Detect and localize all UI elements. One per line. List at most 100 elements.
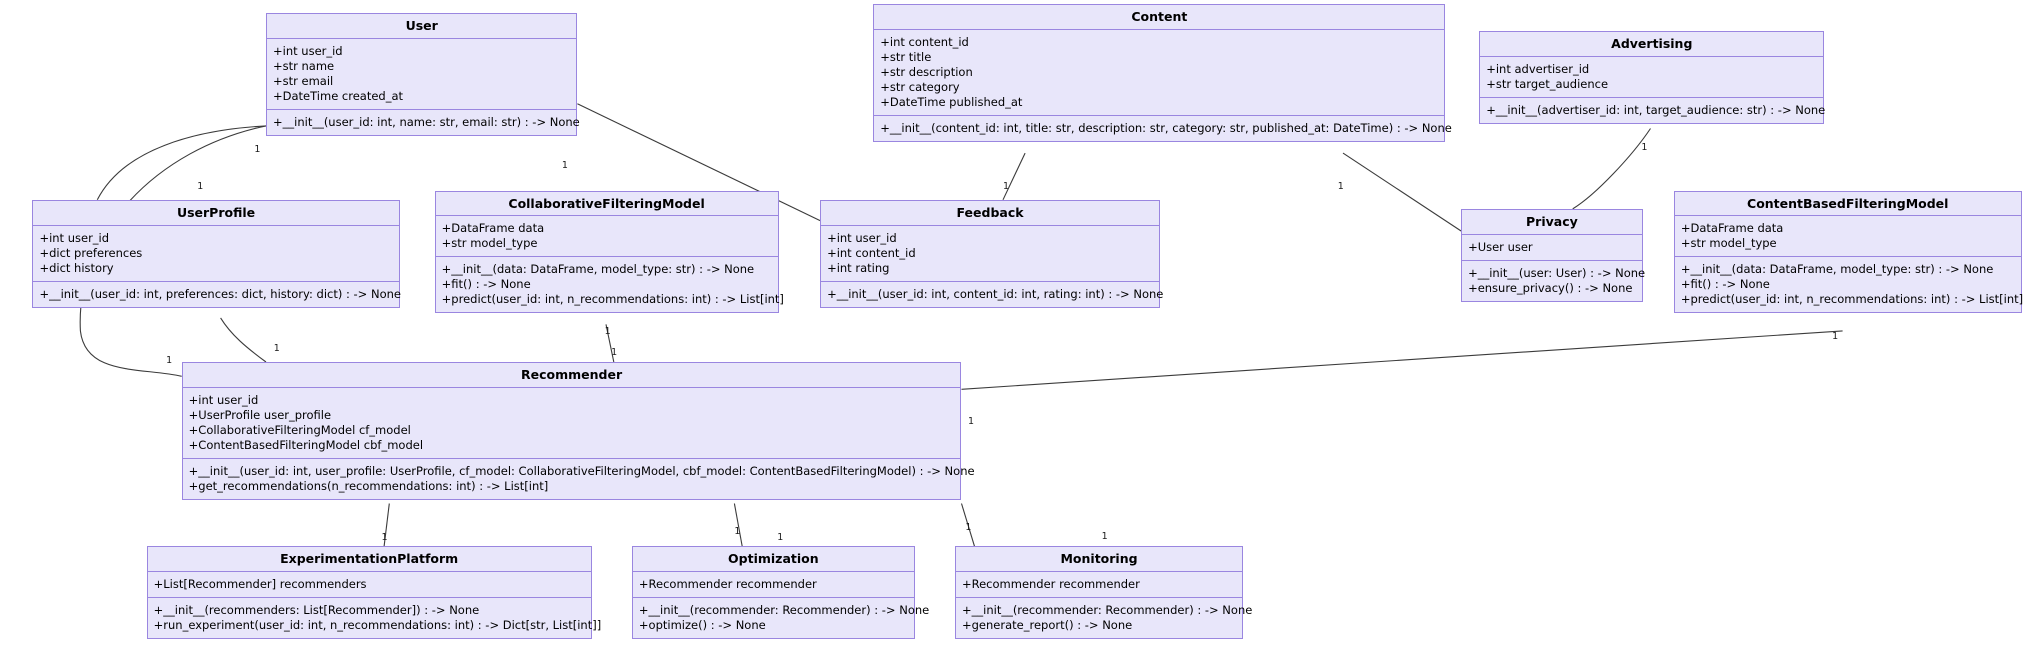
class-box-contentbasedfilteringmodel[interactable]: ContentBasedFilteringModel+DataFrame dat… (1673, 190, 2024, 314)
method-row: +fit() : -> None (441, 277, 531, 292)
class-title: Recommender (182, 363, 961, 388)
method-row: +__init__(user_id: int, name: str, email… (273, 114, 580, 129)
attribute-row: +UserProfile user_profile (188, 407, 332, 422)
attribute-row: +int content_id (880, 34, 969, 49)
attribute-row: +DateTime published_at (880, 94, 1023, 109)
multiplicity-label: 1 (561, 159, 568, 171)
attribute-row: +DataFrame data (441, 221, 545, 236)
multiplicity-label: 1 (166, 354, 173, 366)
attribute-row: +str model_type (441, 236, 538, 251)
attribute-row: +DataFrame data (1680, 221, 1784, 236)
method-row: +__init__(user_id: int, preferences: dic… (39, 286, 401, 301)
methods-compartment: +__init__(data: DataFrame, model_type: s… (436, 257, 784, 312)
attributes-compartment: +int user_id+UserProfile user_profile+Co… (182, 388, 961, 459)
attribute-row: +str title (880, 49, 932, 64)
methods-compartment: +__init__(user_id: int, user_profile: Us… (183, 459, 975, 499)
method-row: +__init__(user_id: int, content_id: int,… (827, 286, 1164, 301)
multiplicity-label: 1 (254, 144, 261, 156)
methods-compartment: +__init__(recommender: Recommender) : ->… (956, 598, 1253, 638)
class-title: ContentBasedFilteringModel (1674, 192, 2021, 217)
method-row: +predict(user_id: int, n_recommendations… (1680, 292, 2024, 307)
multiplicity-label: 1 (777, 532, 784, 544)
multiplicity-label: 1 (1832, 331, 1839, 343)
method-row: +__init__(recommender: Recommender) : ->… (638, 603, 930, 618)
attribute-row: +User user (1468, 239, 1533, 254)
class-title: UserProfile (33, 201, 399, 226)
attribute-row: +int user_id (39, 230, 110, 245)
class-box-experimentationplatform[interactable]: ExperimentationPlatform +List[Recommender… (146, 546, 602, 640)
attribute-row: +str email (273, 73, 334, 88)
method-row: +get_recommendations(n_recommendations: … (188, 478, 549, 493)
method-row: +__init__(user_id: int, user_profile: Us… (188, 463, 975, 478)
class-box-advertising[interactable]: Advertising+int advertiser_id+str target… (1479, 31, 1826, 124)
method-row: +run_experiment(user_id: int, n_recommen… (153, 618, 602, 633)
method-row: +__init__(recommenders: List[Recommender… (153, 603, 480, 618)
attributes-compartment: +DataFrame data+str model_type (1674, 216, 2021, 258)
methods-compartment: +__init__(recommender: Recommender) : ->… (633, 598, 930, 638)
method-row: +fit() : -> None (1680, 277, 1770, 292)
class-box-recommender[interactable]: Recommender+int user_id+UserProfile user… (181, 362, 975, 500)
methods-compartment: +__init__(user: User) : -> None+ensure_p… (1462, 261, 1646, 301)
attribute-row: +Recommender recommender (638, 577, 817, 592)
class-title: Content (874, 5, 1445, 30)
class-box-monitoring[interactable]: Monitoring+Recommender recommender+__ini… (955, 546, 1253, 640)
class-box-privacy[interactable]: Privacy +User user +__init__(user: User) :… (1461, 208, 1646, 302)
multiplicity-label: 1 (1101, 531, 1108, 542)
method-row: +__init__(data: DataFrame, model_type: s… (1680, 262, 1994, 277)
method-row: +__init__(user: User) : -> None (1468, 265, 1646, 280)
attributes-compartment: +Recommender recommender (956, 572, 1243, 599)
multiplicity-label: 1 (734, 525, 741, 537)
attributes-compartment: +DataFrame data+str model_type (435, 216, 778, 258)
multiplicity-label: 1 (611, 346, 618, 358)
attribute-row: +CollaborativeFilteringModel cf_model (188, 422, 411, 437)
attribute-row: +str name (273, 58, 335, 73)
multiplicity-label: 1 (197, 180, 204, 192)
class-title: CollaborativeFilteringModel (435, 192, 778, 217)
attribute-row: +str category (880, 79, 960, 94)
association-edge-recommender-to-optimization (733, 503, 743, 547)
association-edge-recommender-to-contentbasedfilteringmodel (961, 330, 1843, 390)
class-box-optimization[interactable]: Optimization +Recommender recommender +__i… (631, 546, 930, 640)
class-title: Optimization (632, 547, 914, 573)
class-box-collaborativefilteringmodel[interactable]: CollaborativeFilteringModel+DataFrame da… (434, 190, 784, 314)
attributes-compartment: +int user_id+str name+str email+DateTime… (267, 39, 577, 110)
attributes-compartment: +int user_id+dict preferences+dict histo… (33, 226, 399, 282)
class-box-userprofile[interactable]: UserProfile+int user_id+dict preferences… (32, 199, 401, 308)
attribute-row: +int user_id (273, 43, 343, 58)
class-box-user[interactable]: User+int user_id+str name+str email+Date… (266, 12, 580, 136)
method-row: +ensure_privacy() : -> None (1468, 280, 1633, 295)
attribute-row: +int user_id (188, 392, 259, 407)
class-title: Advertising (1480, 32, 1824, 57)
method-row: +__init__(advertiser_id: int, target_aud… (1486, 102, 1826, 117)
multiplicity-label: 1 (1641, 141, 1648, 153)
class-title: Feedback (821, 201, 1160, 226)
class-box-feedback[interactable]: Feedback+int user_id+int content_id+int … (820, 199, 1164, 308)
class-title: ExperimentationPlatform (147, 547, 591, 573)
multiplicity-label: 1 (604, 325, 611, 337)
multiplicity-label: 1 (1003, 180, 1010, 192)
association-edge-userprofile-to-recommender (220, 317, 267, 363)
attribute-row: +int rating (827, 260, 890, 275)
multiplicity-label: 1 (1337, 180, 1344, 192)
class-title: Privacy (1462, 210, 1642, 235)
methods-compartment: +__init__(user_id: int, content_id: int,… (821, 282, 1164, 307)
methods-compartment: +__init__(user_id: int, preferences: dic… (33, 282, 401, 307)
attributes-compartment: +int advertiser_id+str target_audience (1480, 57, 1824, 98)
class-title: User (267, 14, 577, 39)
methods-compartment: +__init__(data: DataFrame, model_type: s… (1675, 257, 2024, 312)
methods-compartment: +__init__(user_id: int, name: str, email… (267, 110, 580, 135)
methods-compartment: +__init__(advertiser_id: int, target_aud… (1480, 98, 1826, 123)
attributes-compartment: +List[Recommender] recommenders (147, 572, 591, 599)
attribute-row: +dict preferences (39, 245, 143, 260)
method-row: +generate_report() : -> None (962, 618, 1133, 633)
method-row: +__init__(recommender: Recommender) : ->… (962, 603, 1253, 618)
method-row: +optimize() : -> None (638, 618, 766, 633)
attribute-row: +str model_type (1680, 236, 1777, 251)
class-box-content[interactable]: Content+int content_id+str title+str des… (873, 3, 1452, 142)
attribute-row: +List[Recommender] recommenders (153, 577, 367, 592)
association-edge-advertising-to-privacy (1572, 128, 1651, 210)
method-row: +predict(user_id: int, n_recommendations… (441, 292, 784, 307)
association-edge-user-to-userprofile (96, 125, 267, 201)
attribute-row: +DateTime created_at (273, 88, 404, 103)
attributes-compartment: +User user (1462, 235, 1642, 261)
